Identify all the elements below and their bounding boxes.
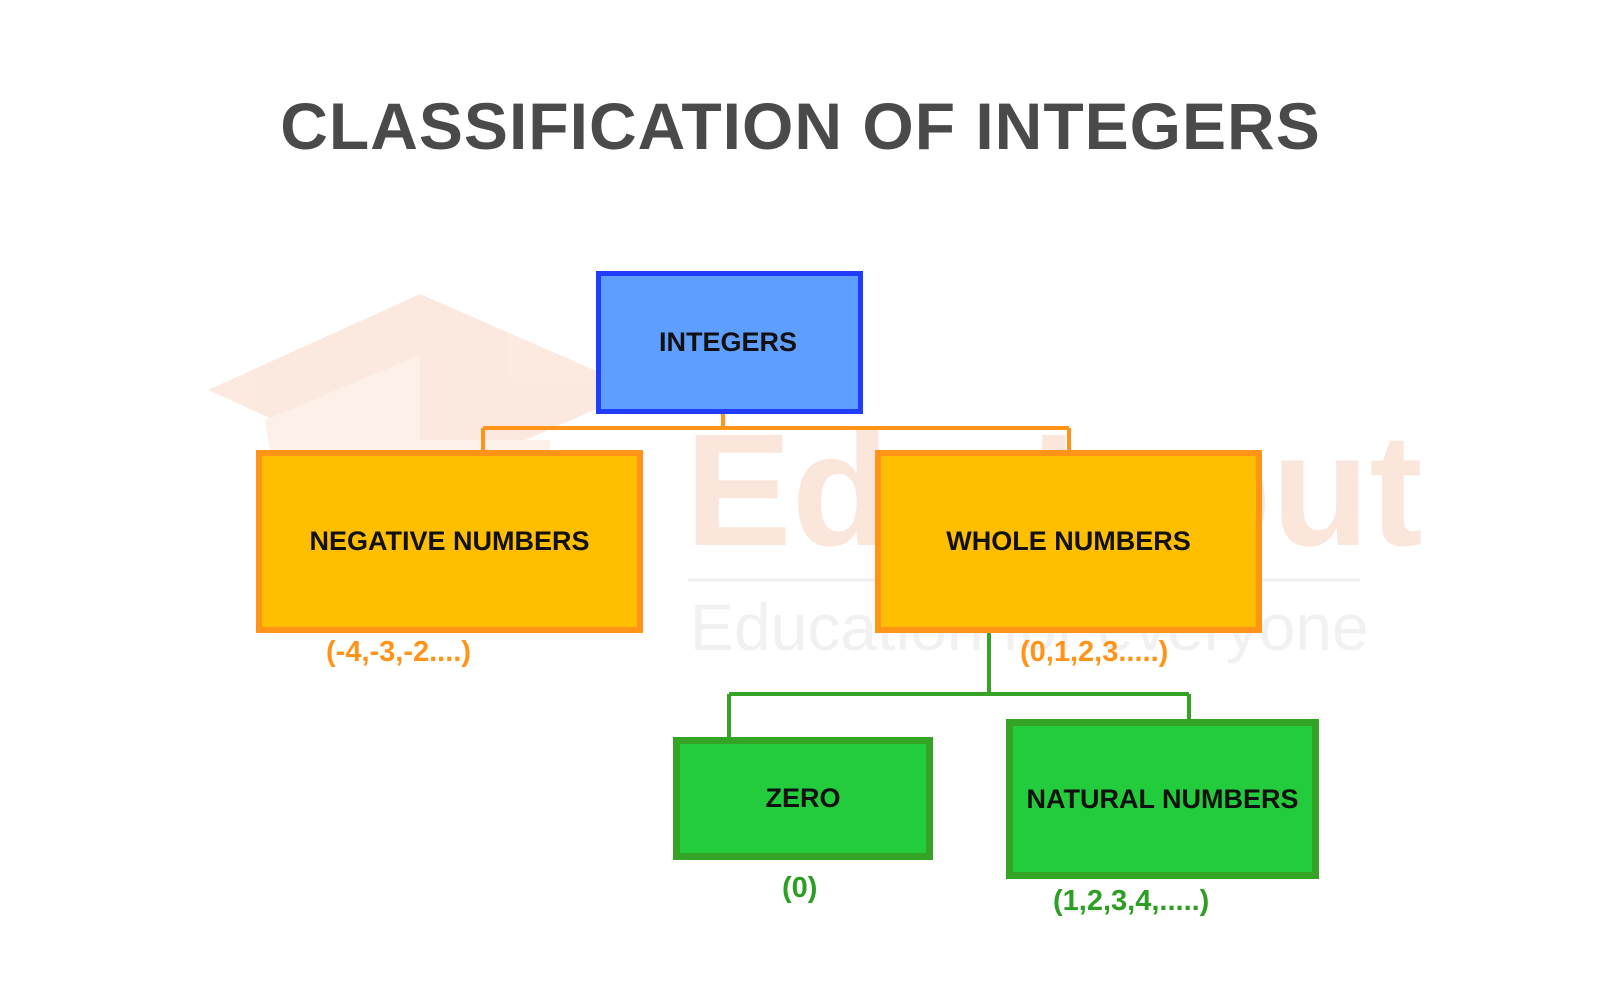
orange-connector <box>481 414 1071 450</box>
integers-label: INTEGERS <box>659 327 798 357</box>
green-connector <box>727 633 1191 737</box>
negative-numbers-label: NEGATIVE NUMBERS <box>309 526 590 556</box>
negative-numbers-example: (-4,-3,-2....) <box>326 636 472 668</box>
natural-numbers-label: NATURAL NUMBERS <box>1026 783 1299 814</box>
integers-node: INTEGERS <box>596 271 863 414</box>
whole-numbers-label: WHOLE NUMBERS <box>946 526 1191 556</box>
zero-label: ZERO <box>765 783 841 813</box>
whole-numbers-node: WHOLE NUMBERS <box>875 450 1262 633</box>
zero-example: (0) <box>782 872 818 904</box>
diagram-title: CLASSIFICATION OF INTEGERS <box>280 89 1321 163</box>
natural-numbers-node: NATURAL NUMBERS <box>1006 719 1319 879</box>
natural-numbers-example: (1,2,3,4,.....) <box>1053 885 1210 917</box>
zero-node: ZERO <box>673 737 933 860</box>
negative-numbers-node: NEGATIVE NUMBERS <box>256 450 643 633</box>
whole-numbers-example: (0,1,2,3.....) <box>1020 636 1169 668</box>
